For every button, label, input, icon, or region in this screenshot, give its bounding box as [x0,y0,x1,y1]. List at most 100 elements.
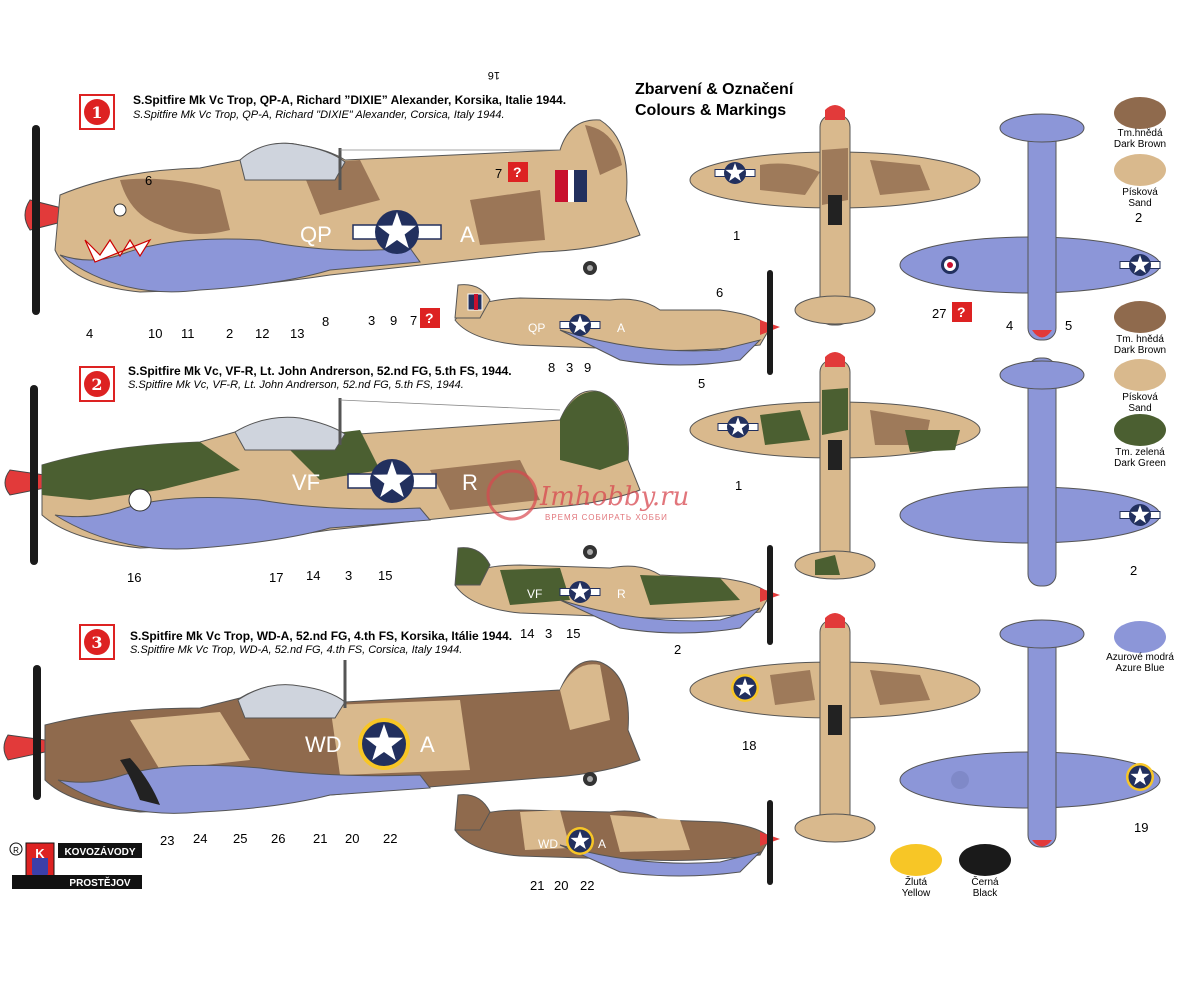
svg-text:Tm. zelená: Tm. zelená [1115,447,1165,458]
svg-text:?: ? [513,164,522,180]
svg-text:10: 10 [148,326,162,341]
svg-text:7: 7 [410,313,417,328]
swatch-yellow: Žlutá Yellow [890,844,942,899]
swatch-sand-2: Písková Sand [1114,359,1166,414]
scheme-1-title-en: S.Spitfire Mk Vc Trop, QP-A, Richard "DI… [133,109,505,121]
unknown-marker-icon [420,308,440,328]
svg-text:3: 3 [368,313,375,328]
scheme-3-callouts: 23 24 25 26 21 20 22 [160,831,397,848]
scheme-3-badge: 3 [79,624,115,660]
top-view-2 [689,352,981,580]
svg-text:27: 27 [932,306,946,321]
svg-text:15: 15 [566,626,580,641]
svg-text:Černá: Černá [971,875,999,888]
svg-text:22: 22 [580,878,594,893]
svg-text:K: K [35,846,45,861]
bottom-view-2 [899,357,1161,587]
svg-text:A: A [598,837,606,851]
svg-text:26: 26 [271,831,285,846]
scheme-2-badge: 2 [79,366,115,402]
svg-text:Imhobby.ru: Imhobby.ru [539,482,689,512]
top-view-2-callout: 1 [735,478,742,493]
svg-text:Sand: Sand [1128,403,1151,414]
scheme-1-aircraft-small: QP A [454,270,780,375]
top-view-3 [689,613,981,843]
scheme-1-badge: 1 [79,94,115,130]
svg-text:6: 6 [145,173,152,188]
scheme-2-number: 2 [91,375,102,394]
top-view-1-callouts: 1 [733,228,740,243]
scheme-1-number: 1 [91,103,102,122]
scheme-2: 2 S.Spitfire Mk Vc, VF-R, Lt. John Andre… [4,364,780,657]
svg-text:13: 13 [290,326,304,341]
svg-text:Yellow: Yellow [902,888,931,899]
scheme-1-code-right: A [460,222,475,247]
svg-text:2: 2 [226,326,233,341]
svg-text:8: 8 [548,360,555,375]
svg-text:9: 9 [390,313,397,328]
kovozavody-logo: R K KOVOZÁVODY PROSTĚJOV [9,842,142,889]
svg-text:21: 21 [313,831,327,846]
svg-text:20: 20 [345,831,359,846]
svg-text:Dark Brown: Dark Brown [1114,345,1166,356]
bottom-view-1-callouts: 2 27 ? 4 5 [932,210,1142,333]
scheme-2-code-right: R [462,470,478,495]
svg-text:Písková: Písková [1122,392,1158,403]
swatch-azure-blue: Azurové modrá Azure Blue [1106,621,1174,674]
swatch-dark-green: Tm. zelená Dark Green [1114,414,1166,469]
svg-text:24: 24 [193,831,207,846]
header-title-en: Colours & Markings [635,102,786,119]
svg-text:9: 9 [584,360,591,375]
imhobby-watermark: Imhobby.ru ВРЕМЯ СОБИРАТЬ ХОББИ [486,469,689,522]
scheme-2-aircraft-side: VF R [4,385,641,565]
svg-text:25: 25 [233,831,247,846]
svg-text:VF: VF [527,587,542,601]
top-view-3-callout: 18 [742,738,756,753]
svg-text:16: 16 [127,570,141,585]
svg-text:15: 15 [378,568,392,583]
svg-text:4: 4 [86,326,93,341]
svg-text:R: R [13,846,19,855]
svg-text:8: 8 [322,314,329,329]
svg-text:ВРЕМЯ СОБИРАТЬ ХОББИ: ВРЕМЯ СОБИРАТЬ ХОББИ [545,513,668,522]
bottom-view-3-callout: 19 [1134,820,1148,835]
svg-text:PROSTĚJOV: PROSTĚJOV [69,876,130,889]
svg-text:Žlutá: Žlutá [905,875,928,888]
scheme-3-title-en: S.Spitfire Mk Vc Trop, WD-A, 52.nd FG, 4… [130,644,462,656]
svg-text:2: 2 [674,642,681,657]
header-title-cz: Zbarvení & Označení [635,81,794,98]
swatch-black: Černá Black [959,844,1011,899]
svg-text:KOVOZÁVODY: KOVOZÁVODY [64,845,135,858]
svg-text:Black: Black [973,888,998,899]
svg-text:Písková: Písková [1122,187,1158,198]
scheme-3-title-cz: S.Spitfire Mk Vc Trop, WD-A, 52.nd FG, 4… [130,629,512,643]
bottom-view-2-callout: 2 [1130,563,1137,578]
svg-text:4: 4 [1006,318,1013,333]
scheme-1: 1 S.Spitfire Mk Vc Trop, QP-A, Richard ”… [24,69,780,391]
page-number: 16 [488,69,500,81]
svg-text:1: 1 [733,228,740,243]
scheme-1-aircraft-side: QP A [24,119,641,315]
svg-text:Azure Blue: Azure Blue [1116,663,1165,674]
swatch-dark-brown-2: Tm. hnědá Dark Brown [1114,301,1166,356]
svg-text:3: 3 [545,626,552,641]
svg-text:?: ? [425,310,434,326]
svg-text:14: 14 [306,568,320,583]
scheme-1-title-cz: S.Spitfire Mk Vc Trop, QP-A, Richard ”DI… [133,93,566,107]
svg-text:17: 17 [269,570,283,585]
svg-text:21: 21 [530,878,544,893]
scheme-2-callouts: 16 17 14 3 15 [127,568,392,585]
scheme-2-small-callouts: 14 3 15 2 [520,626,681,657]
scheme-2-title-cz: S.Spitfire Mk Vc, VF-R, Lt. John Andrers… [128,364,512,378]
swatch-dark-brown-1: Tm.hnědá Dark Brown [1114,97,1166,150]
svg-text:6: 6 [716,285,723,300]
scheme-3: 3 S.Spitfire Mk Vc Trop, WD-A, 52.nd FG,… [3,624,780,893]
scheme-2-aircraft-small: VF R [454,545,780,645]
scheme-2-code-left: VF [292,470,320,495]
scheme-3-aircraft-small: WD A [454,794,780,885]
svg-text:2: 2 [1135,210,1142,225]
svg-text:Tm.hnědá: Tm.hnědá [1117,128,1162,139]
bottom-view-1 [899,113,1161,341]
